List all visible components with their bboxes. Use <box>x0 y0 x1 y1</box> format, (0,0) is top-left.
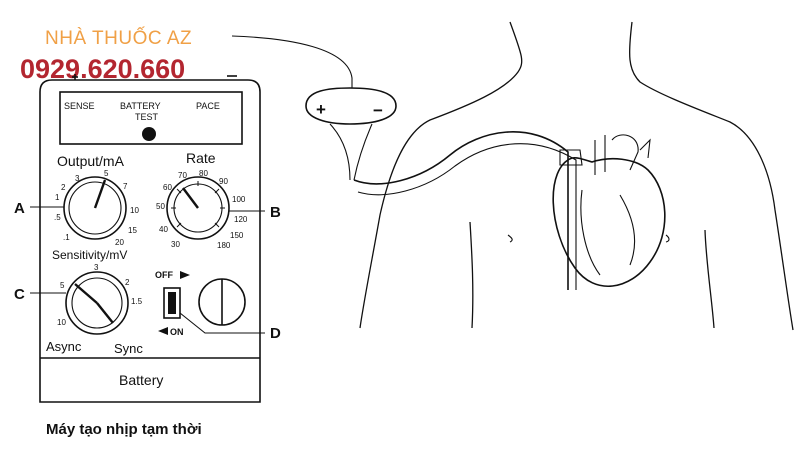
pacing-lead <box>353 131 569 290</box>
pacemaker-device <box>39 74 261 403</box>
rate-tick: 30 <box>171 240 180 249</box>
output-dial-title: Output/mA <box>57 153 125 169</box>
on-label: ON <box>170 327 184 337</box>
callout-a: A <box>14 200 25 217</box>
mode-tick: 10 <box>57 318 66 327</box>
torso-outline <box>359 21 794 331</box>
output-connector <box>198 278 246 326</box>
output-tick: 20 <box>115 238 124 247</box>
output-tick: 7 <box>123 182 128 191</box>
output-tick: .1 <box>63 233 70 242</box>
callout-d-line <box>179 312 265 334</box>
figure-caption: Máy tạo nhịp tạm thời <box>46 421 202 438</box>
power-switch[interactable] <box>163 287 181 319</box>
electrode <box>305 87 397 181</box>
sensitivity-label: Sensitivity/mV <box>52 248 127 262</box>
mode-tick: 2 <box>125 278 130 287</box>
pace-label: PACE <box>196 101 220 111</box>
output-tick: 10 <box>130 206 139 215</box>
output-tick: 15 <box>128 226 137 235</box>
rate-tick: 50 <box>156 202 165 211</box>
rate-tick: 90 <box>219 177 228 186</box>
mode-dial[interactable] <box>65 271 129 335</box>
heart-illustration <box>552 134 666 288</box>
battery-test-button[interactable] <box>142 127 156 141</box>
off-arrow-icon <box>180 271 190 279</box>
sync-label: Sync <box>114 341 143 356</box>
battery-label: BATTERY <box>120 101 161 111</box>
rate-tick: 70 <box>178 171 187 180</box>
rate-tick: 120 <box>234 215 248 224</box>
left-nipple <box>665 234 670 243</box>
output-tick: 3 <box>75 174 80 183</box>
pacing-lead-inner <box>357 143 577 290</box>
sense-label: SENSE <box>64 101 95 111</box>
callout-b: B <box>270 204 281 221</box>
minus-terminal: − <box>373 101 383 120</box>
on-arrow-icon <box>158 327 168 335</box>
mode-dial-ticks: 10 5 3 2 1.5 <box>57 263 143 327</box>
mode-tick: 5 <box>60 281 65 290</box>
mode-tick: 1.5 <box>131 297 143 306</box>
output-tick: 1 <box>55 193 60 202</box>
status-display: SENSE BATTERY TEST PACE <box>59 91 243 145</box>
plus-terminal: + <box>316 100 326 119</box>
output-dial-ticks: .1 .5 1 2 3 5 7 10 15 20 <box>54 169 139 247</box>
mode-tick: 3 <box>94 263 99 272</box>
output-tick: 5 <box>104 169 109 178</box>
output-tick: 2 <box>61 183 66 192</box>
rate-dial-ticks: 30 40 50 60 70 80 90 100 120 150 180 <box>156 169 248 250</box>
rate-dial[interactable] <box>166 176 230 240</box>
battery-compartment-label: Battery <box>119 372 163 388</box>
async-label: Async <box>46 339 82 354</box>
phone-watermark: 0929.620.660 <box>20 54 185 84</box>
callout-c: C <box>14 286 25 303</box>
test-label: TEST <box>135 112 159 122</box>
rate-tick: 150 <box>230 231 244 240</box>
rate-tick: 100 <box>232 195 246 204</box>
callout-d: D <box>270 325 281 342</box>
rate-tick: 180 <box>217 241 231 250</box>
rate-tick: 80 <box>199 169 208 178</box>
rate-dial-title: Rate <box>186 150 216 166</box>
rate-tick: 40 <box>159 225 168 234</box>
rate-tick: 60 <box>163 183 172 192</box>
brand-watermark: NHÀ THUỐC AZ <box>45 27 192 49</box>
output-dial[interactable] <box>63 176 127 240</box>
pacing-cable <box>231 35 353 88</box>
off-label: OFF <box>155 270 173 280</box>
right-nipple <box>507 234 513 243</box>
output-tick: .5 <box>54 213 61 222</box>
